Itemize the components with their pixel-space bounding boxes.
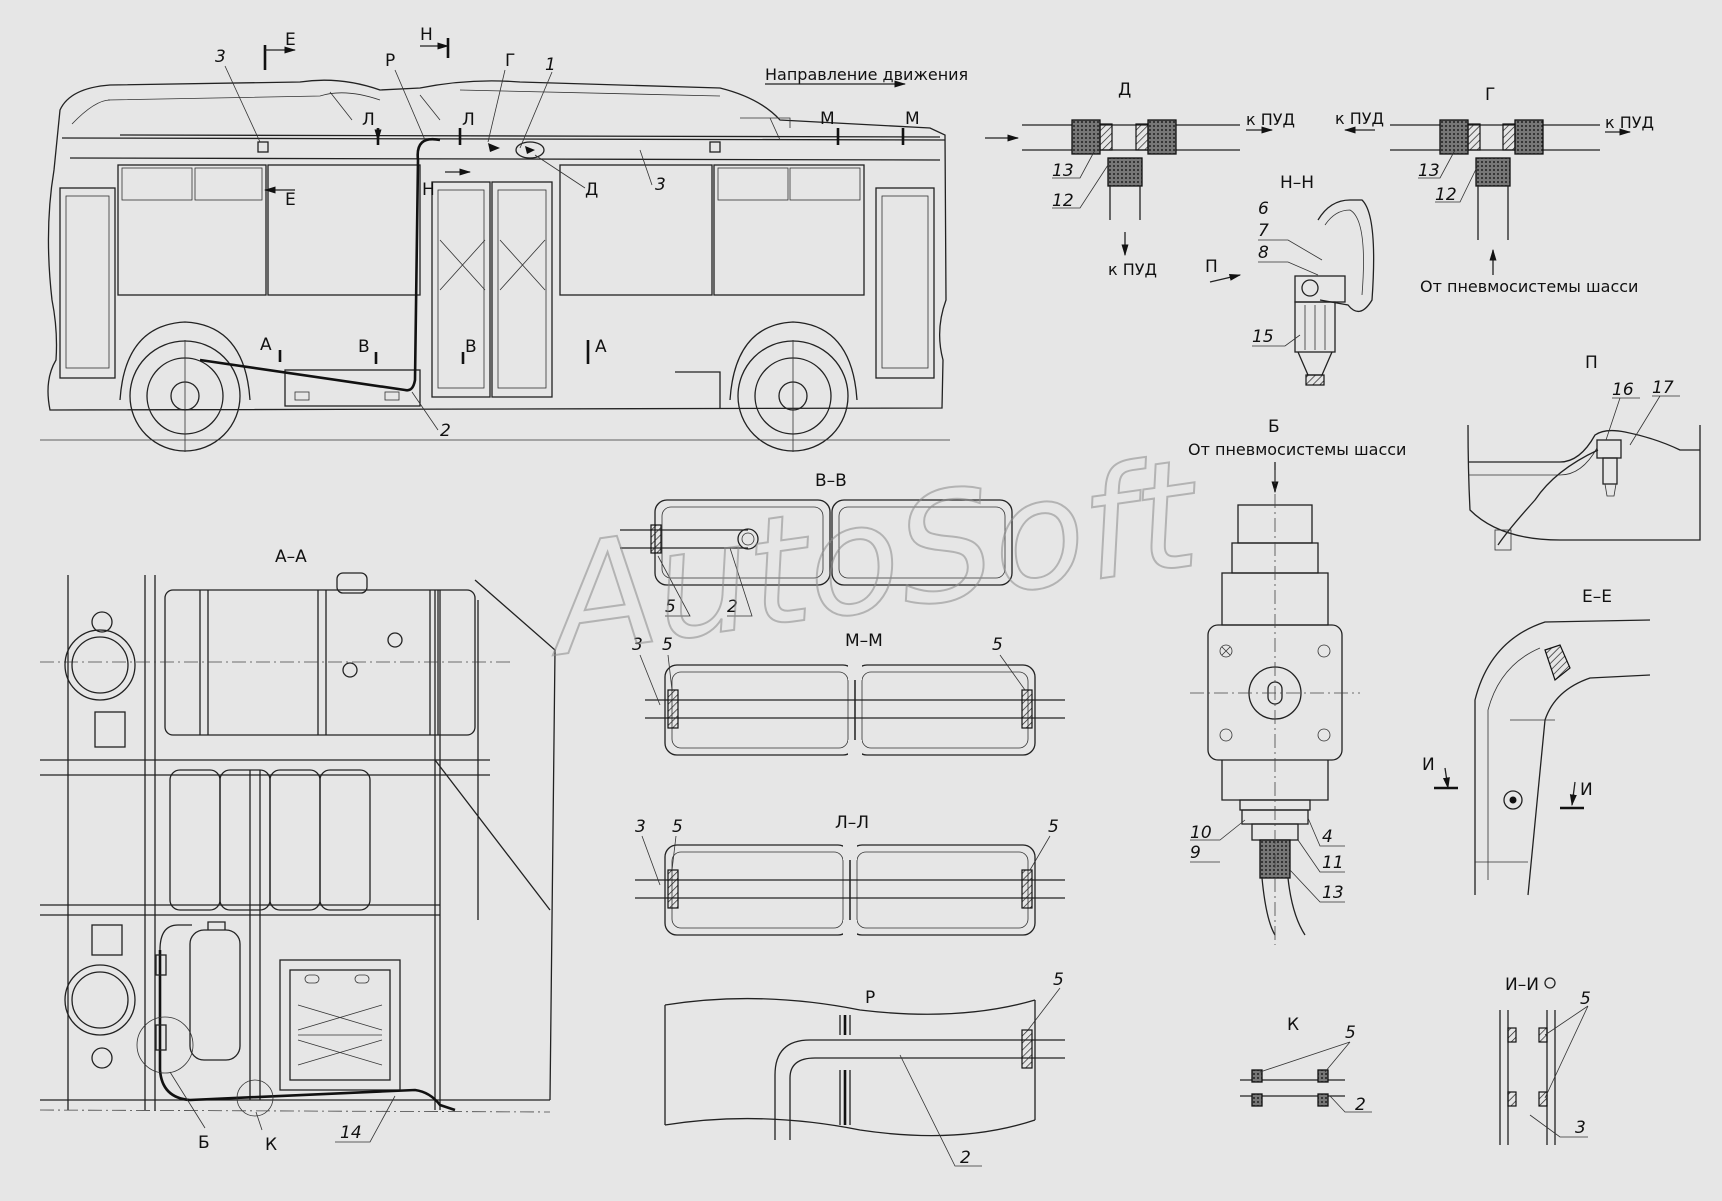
- view-nn: Н–Н 6 7 8 15 П: [1205, 173, 1375, 386]
- view-b-callout-13: 13: [1322, 883, 1344, 903]
- view-d-right-label: к ПУД: [1246, 110, 1295, 129]
- callout-1: 1: [545, 55, 556, 75]
- view-aa-callout-b: Б: [198, 1133, 210, 1153]
- view-ee-mark-right: И: [1580, 780, 1593, 800]
- view-d-title: Д: [1118, 80, 1131, 100]
- view-aa-callout-14: 14: [340, 1123, 362, 1143]
- view-mm: М–М 3 5 5: [632, 631, 1065, 760]
- view-g-title: Г: [1485, 85, 1495, 105]
- view-p-callout-17: 17: [1652, 378, 1674, 398]
- mark-n-top: Н: [420, 25, 433, 45]
- mark-n-bottom: Н: [422, 180, 435, 200]
- mark-d: Д: [585, 180, 598, 200]
- view-b: Б От пневмосистемы шасси 10 9 4 11 13: [1188, 417, 1406, 945]
- view-ii-callout-5: 5: [1580, 989, 1591, 1009]
- mark-l-right: Л: [462, 110, 475, 130]
- view-k-callout-5: 5: [1345, 1023, 1356, 1043]
- view-k-callout-2: 2: [1355, 1095, 1366, 1115]
- mark-a-left: А: [260, 335, 272, 355]
- view-p-title: П: [1585, 353, 1598, 373]
- view-mm-title: М–М: [845, 631, 883, 651]
- view-ee-mark-left: И: [1422, 755, 1435, 775]
- view-nn-callout-7: 7: [1258, 221, 1269, 241]
- view-aa-title: А–А: [275, 547, 307, 567]
- mark-v-left: В: [358, 337, 370, 357]
- view-ll: Л–Л 3 5 5: [635, 813, 1065, 940]
- view-nn-callout-15: 15: [1252, 327, 1274, 347]
- bus-side-view: [40, 79, 950, 452]
- callout-2: 2: [440, 421, 451, 441]
- view-d: Д к ПУД к ПУД 13 12: [985, 80, 1295, 279]
- view-b-title: Б: [1268, 417, 1280, 437]
- direction-label: Направление движения: [765, 65, 968, 84]
- view-nn-callout-8: 8: [1258, 243, 1269, 263]
- view-b-callout-4: 4: [1322, 827, 1333, 847]
- view-mm-callout-5-right: 5: [992, 635, 1003, 655]
- view-r-callout-5: 5: [1053, 970, 1064, 990]
- callout-3-left: 3: [215, 47, 226, 67]
- view-ii-callout-3: 3: [1575, 1118, 1586, 1138]
- mark-m-left: М: [820, 109, 835, 129]
- view-g-right-label: к ПУД: [1605, 113, 1654, 132]
- view-r-title: Р: [865, 988, 875, 1008]
- view-aa-callout-k: К: [265, 1135, 277, 1155]
- view-g-left-label: к ПУД: [1335, 109, 1384, 128]
- view-p-callout-16: 16: [1612, 380, 1634, 400]
- view-b-subtitle: От пневмосистемы шасси: [1188, 440, 1406, 459]
- view-r-callout-2: 2: [960, 1148, 971, 1168]
- mark-g: Г: [505, 51, 515, 71]
- mark-e-top: Е: [285, 30, 296, 50]
- view-g-callout-12: 12: [1435, 185, 1457, 205]
- view-nn-title: Н–Н: [1280, 173, 1314, 193]
- view-mm-callout-3: 3: [632, 635, 643, 655]
- view-g-bottom-label: От пневмосистемы шасси: [1420, 277, 1638, 296]
- view-ii-title: И–И: [1505, 975, 1539, 995]
- mark-a-right: А: [595, 337, 607, 357]
- mark-v-right: В: [465, 337, 477, 357]
- view-b-callout-9: 9: [1190, 843, 1201, 863]
- callout-3-right: 3: [655, 175, 666, 195]
- view-b-callout-10: 10: [1190, 823, 1212, 843]
- view-ee: Е–Е И И: [1422, 587, 1651, 896]
- view-g: Г к ПУД к ПУД От пневмосистемы шасси 13 …: [1335, 85, 1654, 296]
- view-k-title: К: [1287, 1015, 1299, 1035]
- view-aa: А–А: [39, 547, 556, 1155]
- mark-l-left: Л: [362, 110, 375, 130]
- view-ll-callout-5-left: 5: [672, 817, 683, 837]
- view-d-callout-12: 12: [1052, 191, 1074, 211]
- view-r: Р 5 2: [664, 970, 1065, 1168]
- view-vv-callout-5: 5: [665, 597, 676, 617]
- view-p: П 16 17: [1467, 353, 1701, 551]
- view-ll-title: Л–Л: [835, 813, 869, 833]
- view-ll-callout-3: 3: [635, 817, 646, 837]
- view-d-down-label: к ПУД: [1108, 260, 1157, 279]
- view-d-callout-13: 13: [1052, 161, 1074, 181]
- view-b-callout-11: 11: [1322, 853, 1344, 873]
- view-mm-callout-5-left: 5: [662, 635, 673, 655]
- view-vv: В–В 5 2: [620, 471, 1013, 617]
- view-vv-title: В–В: [815, 471, 847, 491]
- view-nn-arrow-p: П: [1205, 257, 1218, 277]
- autosoft-watermark: AutoSoft: [534, 427, 1212, 691]
- view-nn-callout-6: 6: [1258, 199, 1269, 219]
- view-ii: И–И 5 3: [1499, 975, 1591, 1145]
- mark-e-bottom: Е: [285, 190, 296, 210]
- mark-r: Р: [385, 51, 395, 71]
- view-g-callout-13: 13: [1418, 161, 1440, 181]
- mark-m-right: М: [905, 109, 920, 129]
- view-k: К 5 2: [1240, 1015, 1372, 1115]
- view-vv-callout-2: 2: [727, 597, 738, 617]
- view-ll-callout-5-right: 5: [1048, 817, 1059, 837]
- view-ee-title: Е–Е: [1582, 587, 1612, 607]
- bus-section-marks: Е Н Р Г Л Л М М Е Д Н А В В А: [260, 25, 920, 364]
- bus-callouts: 3 1 3 2: [215, 47, 666, 441]
